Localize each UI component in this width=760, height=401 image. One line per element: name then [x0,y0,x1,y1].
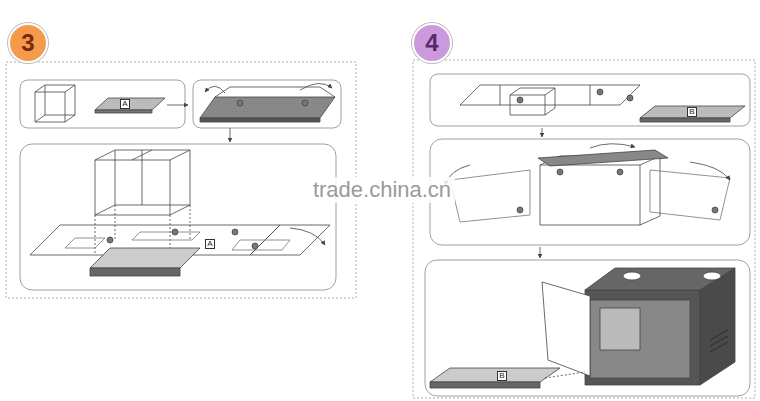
illustration-line [640,118,730,122]
illustration-line [710,330,728,352]
illustration-line [215,87,335,97]
illustration-line [590,300,690,378]
illustration-line [200,97,335,118]
illustration-line [300,83,332,90]
illustration-line [65,232,290,250]
illustration-line [590,144,635,148]
illustration-line [230,128,231,142]
illustration-line [95,110,152,113]
illustration-line [430,139,750,245]
illustration-line [627,95,633,101]
illustration-line [510,88,555,115]
panel-letter: B [497,371,506,381]
illustration-line [20,80,185,128]
illustration-line [585,290,700,385]
illustration-line [413,60,755,398]
illustration-line [430,74,750,126]
step-number-text: 4 [425,31,438,55]
illustration-line [617,169,623,175]
illustration-line [193,80,341,128]
panel-letter: A [120,99,129,109]
illustration-line [35,85,75,122]
illustration-line [542,282,590,376]
illustration-line [252,243,258,249]
illustration-line [290,228,325,245]
illustration-line [703,272,721,280]
illustration-line [302,100,308,106]
watermark: trade.china.cn [309,177,455,203]
illustration-line [200,118,320,122]
illustration-line [540,247,541,258]
illustration-line [623,272,641,280]
illustration-line [95,150,190,215]
illustration-line [425,260,750,396]
illustration-line [640,106,745,118]
panel-letter: B [687,107,696,117]
illustration-line [712,207,718,213]
illustration-line [430,368,560,382]
illustration-line [700,268,735,385]
step-number-text: 3 [21,31,34,55]
illustration-line [600,308,640,350]
illustration-line [90,248,200,268]
illustration-line [517,97,523,103]
illustration-line [167,105,188,106]
illustration-line [232,229,238,235]
step-number: 3 [8,23,48,63]
illustration-line [690,162,730,180]
illustration-line [237,100,243,106]
illustration-line [6,62,356,298]
illustration-line [597,89,603,95]
illustration-line [172,229,178,235]
illustration-line [95,205,190,255]
illustration-line [430,382,540,388]
illustration-line [205,86,225,93]
illustration-line [20,144,336,290]
step-number: 4 [412,23,452,63]
illustration-line [545,372,585,378]
illustration-line [95,98,165,110]
illustration-line [542,128,543,137]
illustration-line [450,170,730,222]
illustration-line [107,237,113,243]
illustration-line [538,150,668,166]
illustration-line [90,268,180,276]
panel-letter: A [205,239,214,249]
illustration-line [540,156,660,225]
illustration-line [517,207,523,213]
illustration-line [557,169,563,175]
